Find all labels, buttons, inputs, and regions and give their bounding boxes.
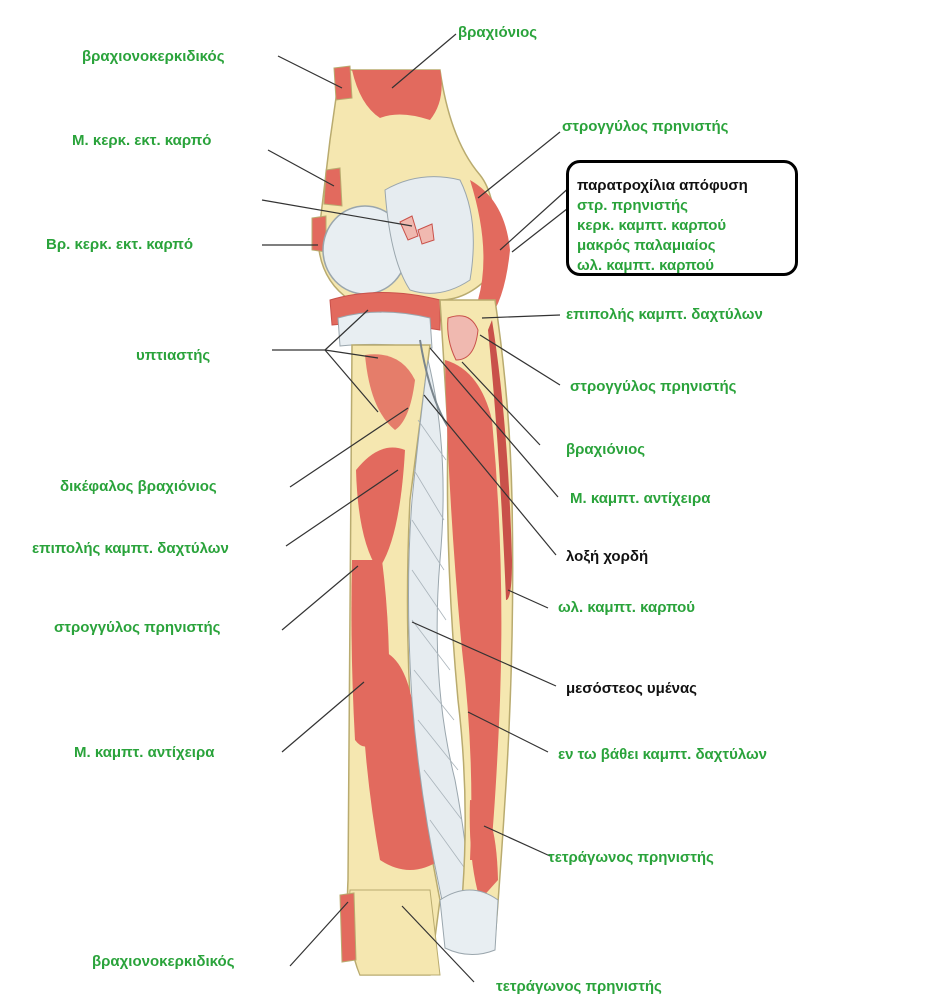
- callout-item: μακρός παλαμιαίος: [577, 237, 716, 254]
- label-ecrl: Μ. κερκ. εκτ. καρπό: [72, 132, 212, 149]
- label-oblique-cord: λοξή χορδή: [566, 548, 649, 565]
- membrane-fibers: [411, 419, 467, 871]
- brachialis-top-muscle: [352, 70, 442, 120]
- label-fdp: εν τω βάθει καμπτ. δαχτύλων: [558, 746, 768, 763]
- brachiocarpal-top-stump: [333, 65, 353, 101]
- label-supinator: υπτιαστής: [136, 347, 211, 364]
- label-brachiocarpal-top: βραχιονοκερκιδικός: [82, 48, 225, 65]
- leader-lines: [261, 33, 573, 983]
- pronator-quadratus: [469, 800, 498, 900]
- label-interosseous-membrane: μεσόστεος υμένας: [566, 680, 697, 697]
- brachialis-insertion: [447, 315, 479, 361]
- fpl-radial: [360, 648, 440, 870]
- label-ecrb: Βρ. κερκ. εκτ. καρπό: [46, 236, 194, 253]
- brachioradialis-bottom-stump: [339, 892, 357, 963]
- ecrl-stump: [323, 167, 343, 207]
- label-fpl-right: Μ. καμπτ. αντίχειρα: [570, 490, 711, 507]
- callout-item: κερκ. καμπτ. καρπού: [577, 217, 727, 234]
- medial-epicondyle-callout: παρατροχίλια απόφυση στρ. πρηνιστής κερκ…: [566, 160, 798, 276]
- fds-radial-head: [356, 447, 405, 570]
- label-pronator-teres-right: στρογγύλος πρηνιστής: [570, 378, 737, 395]
- label-fcu: ωλ. καμπτ. καρπού: [558, 599, 696, 616]
- oblique-tendon-marks: [399, 215, 435, 245]
- radius-head: [337, 311, 433, 349]
- fcu-strip: [488, 320, 512, 600]
- label-fpl-left: Μ. καμπτ. αντίχειρα: [74, 744, 215, 761]
- fdp-ulnar: [445, 360, 502, 860]
- label-biceps: δικέφαλος βραχιόνιος: [60, 478, 217, 495]
- label-fds-right: επιπολής καμπτ. δαχτύλων: [566, 306, 763, 323]
- medial-epicondyle-muscles: [470, 180, 510, 320]
- callout-item: στρ. πρηνιστής: [577, 197, 688, 214]
- label-pronator-quadratus-right: τετράγωνος πρηνιστής: [548, 849, 714, 866]
- label-pronator-quadratus-bottom: τετράγωνος πρηνιστής: [496, 978, 662, 995]
- label-brachialis-right: βραχιόνιος: [566, 441, 646, 458]
- ulna-head: [439, 889, 499, 955]
- label-fds-left: επιπολής καμπτ. δαχτύλων: [32, 540, 229, 557]
- oblique-cord: [419, 339, 451, 431]
- label-pronator-teres-left: στρογγύλος πρηνιστής: [54, 619, 221, 636]
- label-brachioradialis-bottom: βραχιονοκερκιδικός: [92, 953, 235, 970]
- label-pronator-teres-top: στρογγύλος πρηνιστής: [562, 118, 729, 135]
- callout-title: παρατροχίλια απόφυση: [577, 177, 748, 194]
- callout-item: ωλ. καμπτ. καρπού: [577, 257, 715, 274]
- label-brachialis-top: βραχιόνιος: [458, 24, 538, 41]
